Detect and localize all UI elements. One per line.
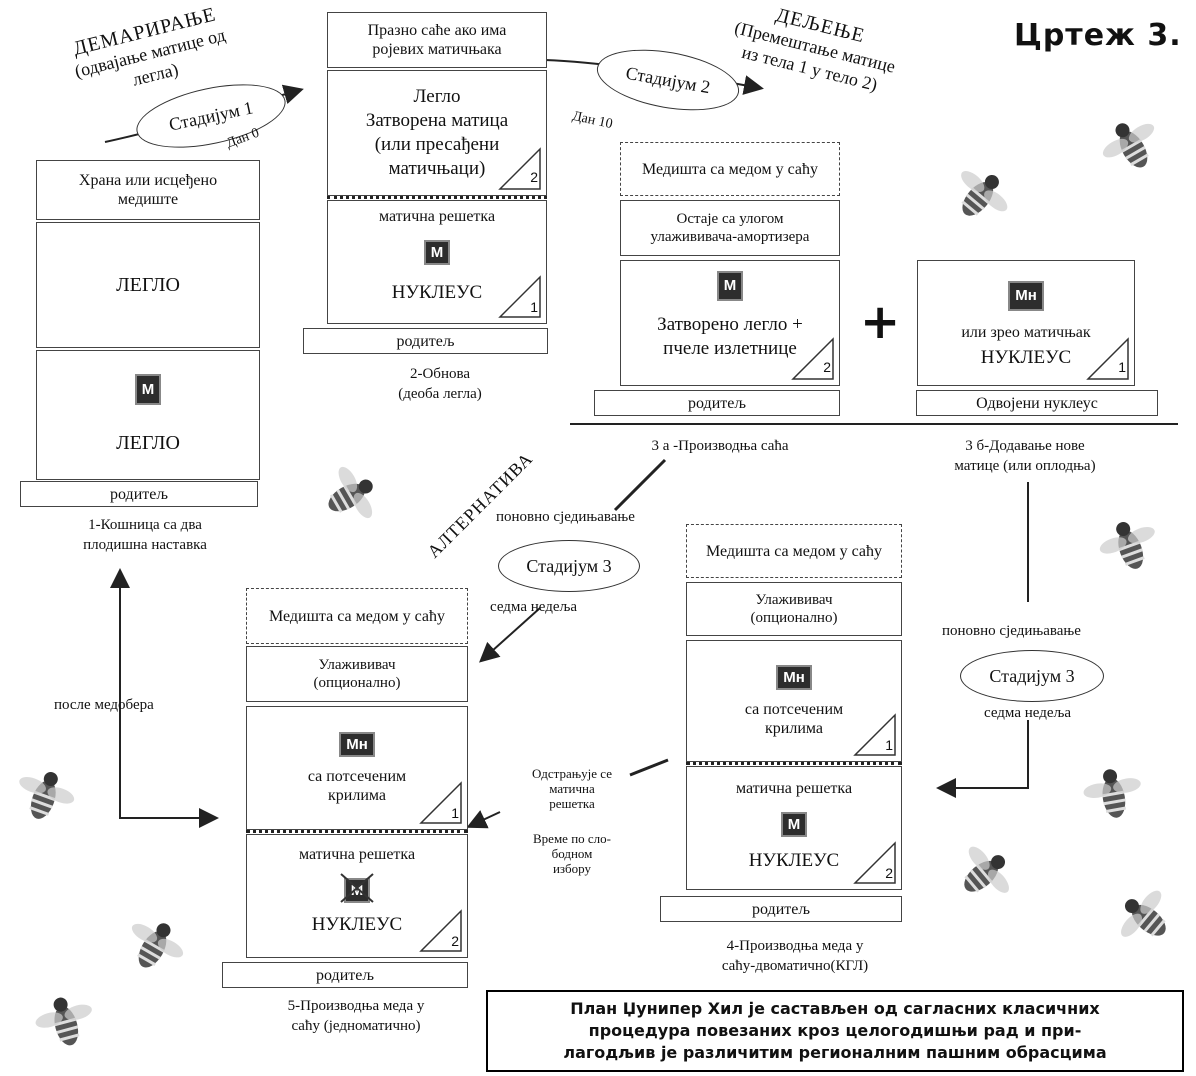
stage2-day: Дан 10	[570, 108, 614, 133]
hive2-top-box: Празно саће ако има ројевих матичњака	[327, 12, 547, 68]
hive3a-damper-box: Остаје са улогом улажививача-амортизера	[620, 200, 840, 256]
queen-icon: M	[423, 240, 451, 265]
hive5-base: родитељ	[222, 962, 468, 988]
reunite-left-arrow	[613, 458, 667, 512]
hive4-nucleus-box: матична решетка M НУКЛЕУС 2	[686, 766, 902, 890]
queen-excluder-line	[686, 762, 902, 765]
hive5-damper-box: Улажививач (опционално)	[246, 646, 468, 702]
hive2-nucleus-box: матична решетка M НУКЛЕУС 1	[327, 200, 547, 324]
grid-removal-note: Одстрањује се матична решетка Време по с…	[532, 766, 612, 876]
frame-number-2: 2	[853, 841, 897, 885]
hive1-brood-top: ЛЕГЛО	[36, 222, 260, 348]
bee-icon	[19, 772, 75, 819]
hive5-caption: 5-Производња меда у саћу (једноматично)	[287, 998, 425, 1034]
queen-excluder-line	[246, 830, 468, 833]
frame-number-1: 1	[1086, 337, 1130, 381]
bee-icon	[131, 923, 184, 968]
hive3a-brood-box: M Затворено легло + пчеле излетнице 2	[620, 260, 840, 386]
figure-title: Цртеж 3.	[1014, 18, 1182, 53]
frame-number-2: 2	[791, 337, 835, 381]
stage3-right-week: седма недеља	[984, 705, 1072, 721]
hive5-upper-box: Мн са потсеченим крилима 1	[246, 706, 468, 830]
after-harvest-arrow	[110, 568, 215, 819]
hive1-brood-bottom: M ЛЕГЛО	[36, 350, 260, 480]
hive4-upper-box: Мн са потсеченим крилима 1	[686, 640, 902, 762]
bee-icon	[1121, 890, 1166, 937]
hive3b-nucleus-box: Мн или зрео матичњак НУКЛЕУС 1	[917, 260, 1135, 386]
reunite-right-arrow-2	[936, 720, 1029, 798]
hive2-brood-box: Легло Затворена матица (или пресађени ма…	[327, 70, 547, 196]
footer-note: План Џунипер Хил је састављен од сагласн…	[486, 990, 1184, 1072]
new-queen-icon: Мн	[776, 664, 812, 690]
hive4-base: родитељ	[660, 896, 902, 922]
bee-icon	[1083, 769, 1141, 818]
hive1-food-box: Храна или исцеђено медиште	[36, 160, 260, 220]
hive4-honey-box: Медишта са медом у саћу	[686, 524, 902, 578]
frame-number-1: 1	[853, 713, 897, 757]
after-harvest-label: после медобера	[54, 697, 154, 713]
stage3-left-week: седма недеља	[490, 599, 578, 615]
bee-icon	[961, 171, 1008, 216]
queen-icon: M	[716, 271, 744, 301]
bee-icon	[1102, 123, 1155, 168]
frame-number-2: 2	[419, 909, 463, 953]
queen-icon: M	[134, 374, 162, 405]
bee-icon	[328, 466, 373, 519]
hive3b-base: Одвојени нуклеус	[916, 390, 1158, 416]
hive4-caption: 4-Производња меда у саћу-двоматично(КГЛ)	[721, 938, 869, 974]
hive2-caption: 2-Обнова (деоба легла)	[398, 366, 482, 402]
cross-icon	[340, 873, 374, 903]
hive4-damper-box: Улажививач (опционално)	[686, 582, 902, 636]
hive3a-base: родитељ	[594, 390, 840, 416]
hive3a-caption: 3 а -Производња саћа	[651, 438, 789, 454]
hive3a-honey-box: Медишта са медом у саћу	[620, 142, 840, 196]
hive1-base: родитељ	[20, 481, 258, 507]
stage3-right-ellipse: Стадијум 3	[960, 650, 1104, 702]
reunite-right-label: поновно сједињавање	[942, 623, 1081, 639]
plus-sign: +	[860, 294, 901, 350]
bee-icon	[964, 846, 1009, 893]
grid-removal-arrow	[629, 758, 669, 777]
stage3-left-ellipse: Стадијум 3	[498, 540, 640, 592]
frame-number-1: 1	[498, 275, 542, 319]
frame-number-2: 2	[498, 147, 542, 191]
hive5-honey-box: Медишта са медом у саћу	[246, 588, 468, 644]
bee-icon	[1099, 522, 1155, 569]
queen-icon: M	[780, 812, 808, 837]
hive2-base: родитељ	[303, 328, 548, 354]
hive5-nucleus-box: матична решетка M НУКЛЕУС 2	[246, 834, 468, 958]
new-queen-icon: Мн	[339, 731, 375, 757]
new-queen-icon: Мн	[1008, 281, 1044, 311]
queen-excluder-line	[327, 196, 547, 199]
grid-removal-arrow-2	[466, 810, 501, 829]
hive3b-caption: 3 б-Додавање нове матице (или оплодња)	[954, 438, 1096, 474]
bee-icon	[35, 997, 92, 1046]
hive1-caption: 1-Кошница са два плодишна наставка	[83, 517, 207, 553]
frame-number-1: 1	[419, 781, 463, 825]
reunite-left-label: поновно сједињавање	[496, 509, 635, 525]
